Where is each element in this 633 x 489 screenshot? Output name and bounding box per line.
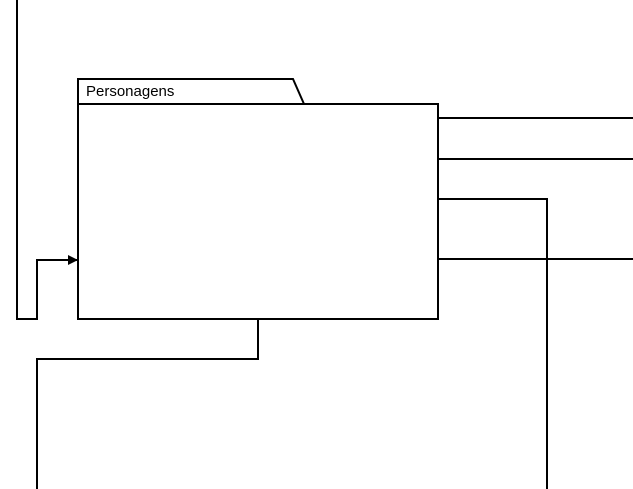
- package-name-label: Personagens: [86, 83, 174, 100]
- connector-right-down[interactable]: [438, 198, 548, 489]
- package-body[interactable]: [77, 103, 439, 320]
- incoming-connector-arrow[interactable]: [16, 0, 78, 320]
- package-tab[interactable]: [77, 78, 305, 105]
- connector-bottom-left[interactable]: [36, 319, 259, 489]
